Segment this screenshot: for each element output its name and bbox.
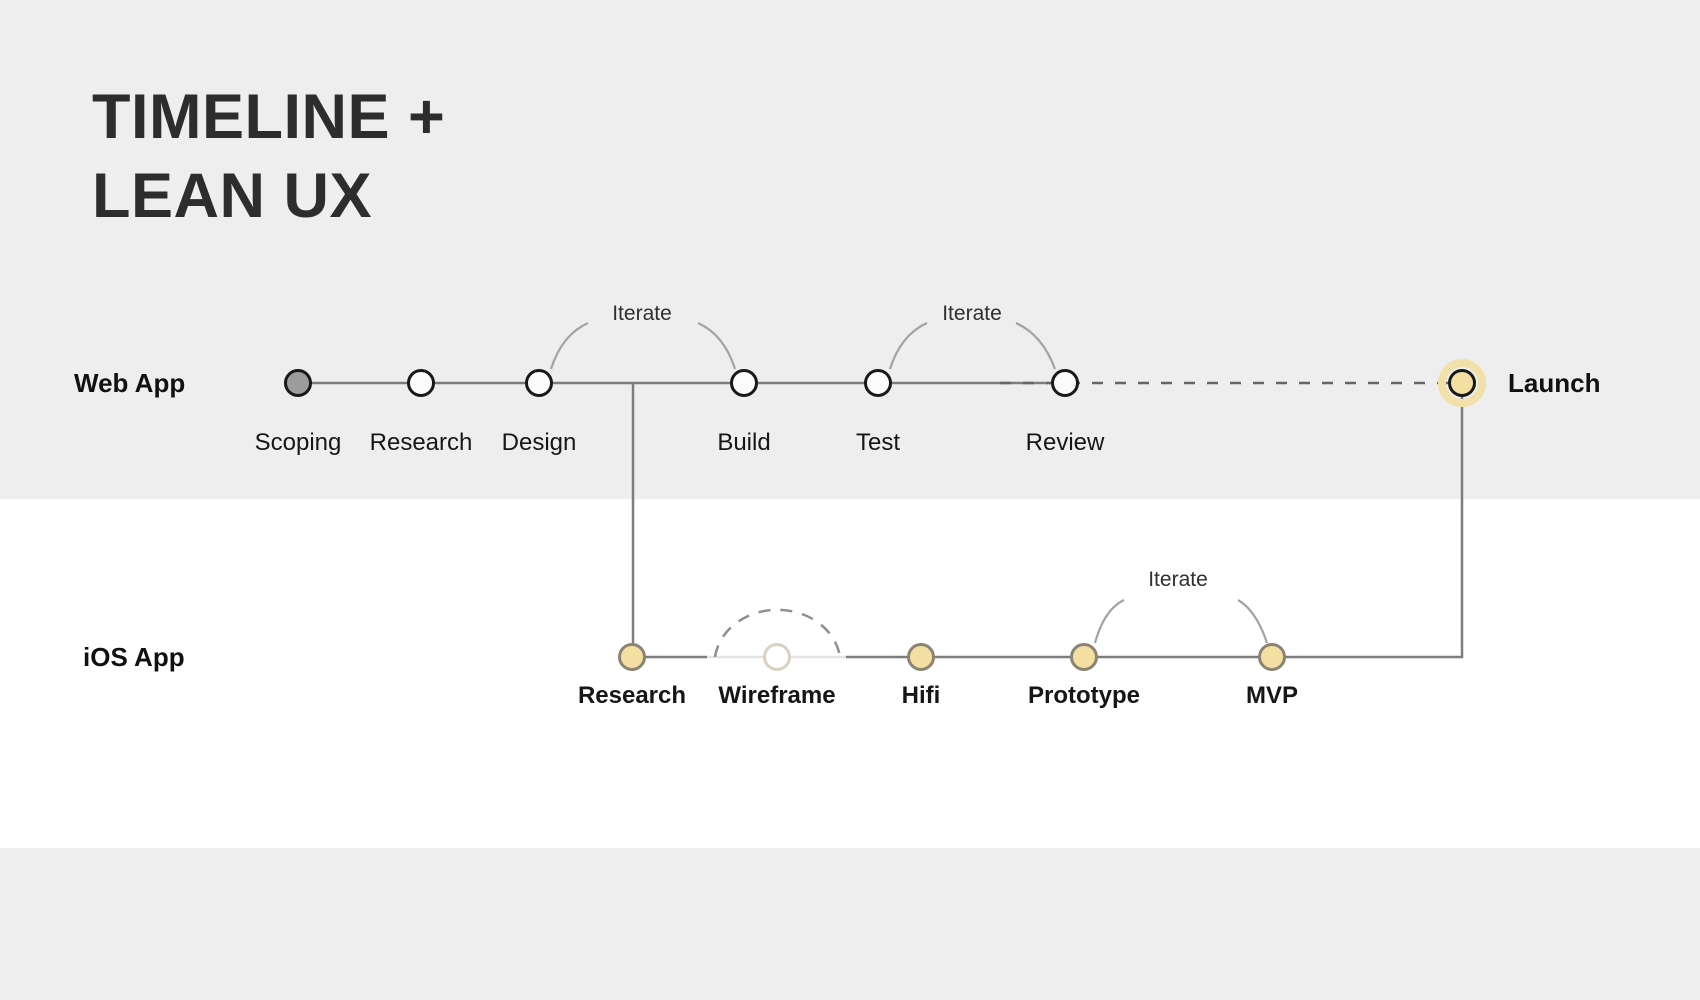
web-track-label: Web App (74, 368, 186, 398)
web-step-label-build: Build (717, 429, 771, 456)
wireframe-skip-arc (713, 608, 842, 658)
node-web-review (1051, 369, 1079, 397)
iterate-arc-ios-left (1093, 599, 1125, 644)
background-band-bottom (0, 848, 1700, 1000)
iterate-arc-web1-right (697, 321, 737, 370)
node-web-test (864, 369, 892, 397)
ios-track-line-to-launch (846, 383, 1464, 659)
ios-step-label-mvp: MVP (1245, 682, 1299, 709)
web-step-label-review: Review (1025, 429, 1105, 456)
page-title-line1: TIMELINE + (92, 82, 446, 152)
ios-step-label-prototype: Prototype (1027, 682, 1141, 709)
node-web-design (525, 369, 553, 397)
node-launch (1448, 369, 1476, 397)
launch-label: Launch (1508, 368, 1601, 398)
iterate-label-ios: Iterate (1148, 568, 1208, 591)
ios-step-label-research: Research (577, 682, 687, 709)
background-band-middle (0, 499, 1700, 848)
node-web-scoping (284, 369, 312, 397)
launch-node-halo (1438, 359, 1486, 407)
page-title: TIMELINE + LEAN UX (92, 78, 445, 236)
iterate-label-web2: Iterate (942, 302, 1002, 325)
node-web-research (407, 369, 435, 397)
node-ios-mvp (1258, 643, 1286, 671)
web-step-label-test: Test (855, 429, 901, 456)
page-title-line2: LEAN UX (92, 161, 373, 231)
iterate-arc-web1-left (549, 321, 589, 370)
node-ios-prototype (1070, 643, 1098, 671)
node-ios-hifi (907, 643, 935, 671)
ios-step-label-hifi: Hifi (901, 682, 941, 709)
node-web-build (730, 369, 758, 397)
web-step-label-research: Research (369, 429, 473, 456)
iterate-arc-ios-right (1237, 599, 1269, 644)
iterate-arc-web2-left (888, 321, 928, 370)
background-band-top (0, 0, 1700, 499)
node-ios-wireframe-ghost (763, 643, 791, 671)
ios-track-label: iOS App (83, 642, 185, 672)
web-step-label-design: Design (501, 429, 577, 456)
iterate-label-web1: Iterate (612, 302, 672, 325)
ios-step-label-wireframe: Wireframe (718, 682, 836, 709)
node-ios-research (618, 643, 646, 671)
web-step-label-scoping: Scoping (254, 429, 342, 456)
iterate-arc-web2-right (1015, 321, 1057, 370)
